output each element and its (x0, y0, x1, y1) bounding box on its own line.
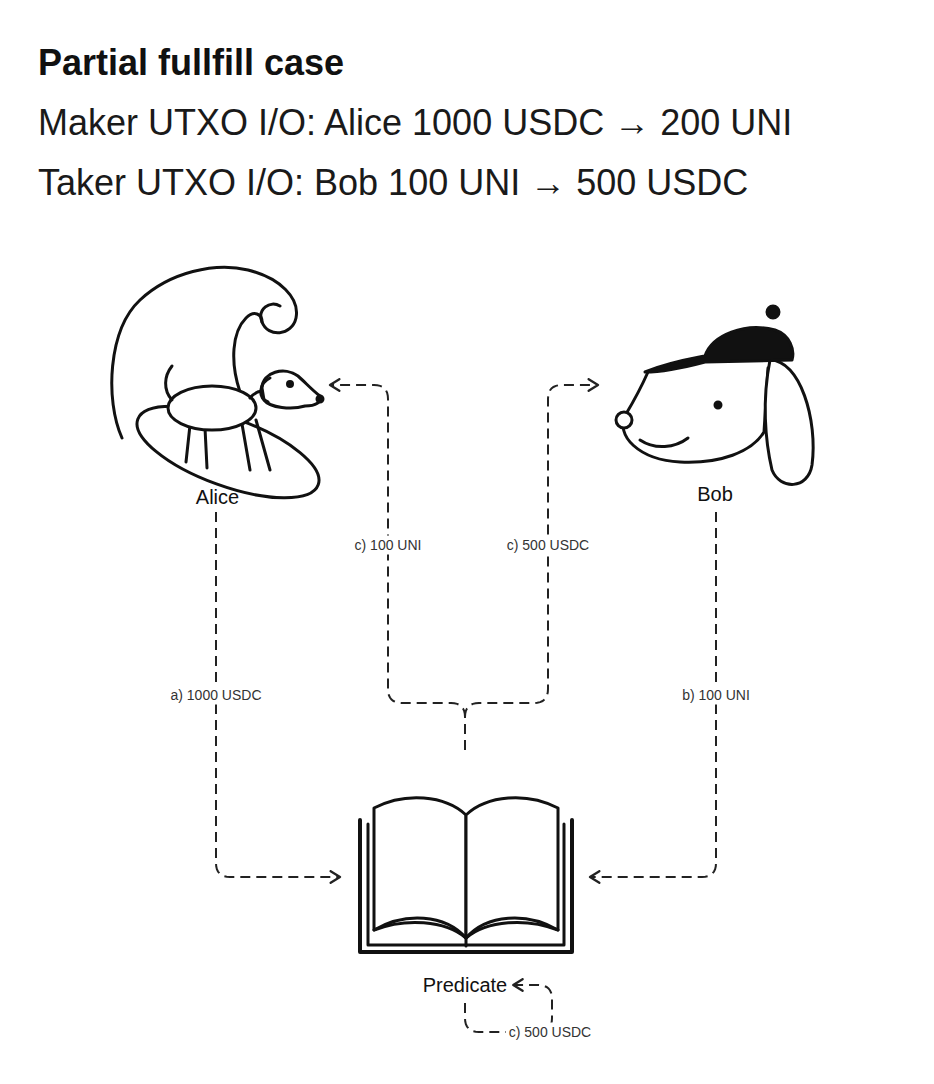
figure-node: Alice (105, 262, 330, 512)
alice-illustration (112, 267, 330, 516)
bob-illustration (616, 306, 813, 484)
bob-ear (765, 360, 813, 484)
figure-node: Predicate (340, 750, 590, 1003)
book-spine (465, 938, 468, 946)
title: Partial fullfill case (38, 41, 344, 84)
edge-label: c) 100 UNI (352, 536, 425, 555)
dog-head (262, 371, 320, 408)
book-illustration (360, 798, 572, 952)
book-page-edges (374, 918, 558, 938)
wave (112, 267, 297, 438)
bob-mouth (640, 438, 688, 447)
bob-eye (715, 402, 721, 408)
dog-tail (166, 366, 172, 400)
node-label: Bob (697, 482, 733, 506)
subtitle-line: Maker UTXO I/O: Alice 1000 USDC → 200 UN… (38, 101, 792, 144)
subtitle-line: Taker UTXO I/O: Bob 100 UNI → 500 USDC (38, 161, 748, 204)
cap-button (767, 306, 779, 318)
dashed-connector (465, 385, 598, 750)
dog-ear (261, 378, 270, 402)
figure-node: Bob (598, 295, 832, 512)
edge-label: b) 100 UNI (679, 686, 753, 705)
dog-body (168, 386, 256, 430)
edge-label: c) 500 USDC (504, 536, 592, 555)
dashed-connector (330, 385, 465, 750)
edge-label: c) 500 USDC (506, 1023, 594, 1042)
bob-cap (645, 328, 793, 372)
node-label: Predicate (423, 973, 508, 997)
wave-curl (234, 314, 262, 392)
node-label: Alice (196, 485, 239, 509)
bob-head (623, 368, 768, 462)
dog-eye (288, 382, 293, 387)
dog-nose (317, 396, 323, 402)
bob-nose (616, 412, 632, 428)
edge-label: a) 1000 USDC (167, 686, 264, 705)
